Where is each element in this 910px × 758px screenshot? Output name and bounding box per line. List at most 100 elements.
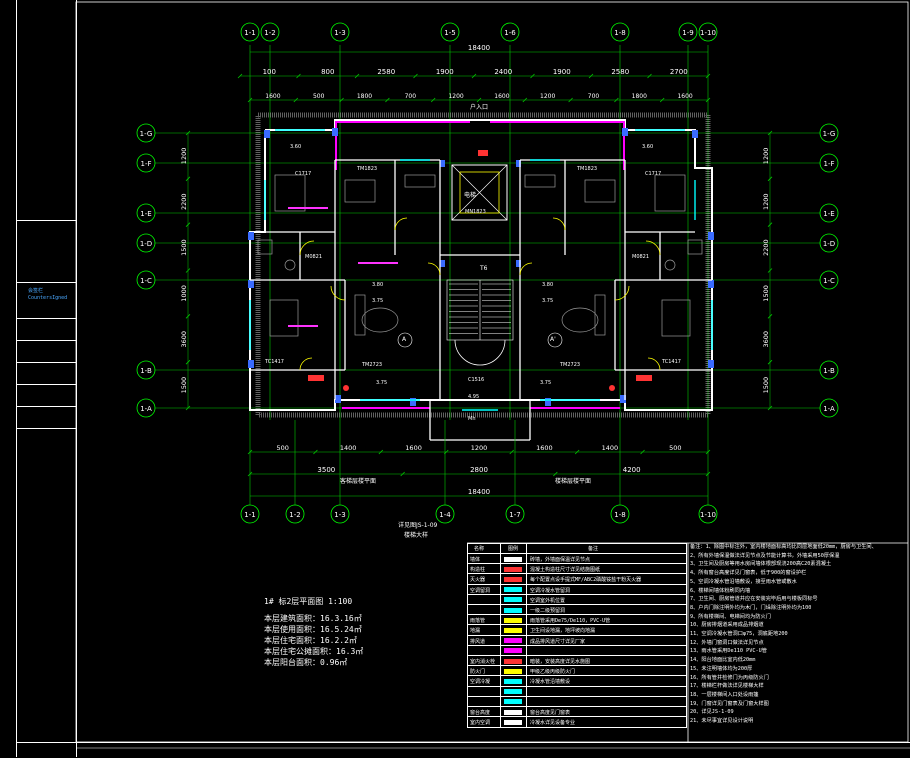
legend-symbol xyxy=(504,566,522,572)
legend-row xyxy=(468,685,686,697)
legend-description: 暗装，安装高度详见水施图 xyxy=(530,659,591,665)
note-line: 16、所有管井检修门为丙级防火门 xyxy=(690,674,769,681)
left-section-title: 客梯层楼平面 xyxy=(340,478,377,485)
axis-bubble-bottom: 1-4 xyxy=(435,420,455,524)
axis-bubble-left: 1-F xyxy=(136,153,156,173)
legend-name: 排风道 xyxy=(470,638,486,645)
unit-a-prime-label: A' xyxy=(550,336,556,343)
legend-symbol xyxy=(504,678,522,684)
note-line: 10、厨房排烟道采用成品排烟道 xyxy=(690,622,764,629)
sidebar-row xyxy=(16,220,76,221)
axis-bubble-right: 1-E xyxy=(819,203,839,223)
legend-name: 空调冷凝 xyxy=(470,679,491,686)
bottom-title-strip xyxy=(16,742,910,758)
axis-bubble-left: 1-E xyxy=(136,203,156,223)
axis-bubble-right: 1-G xyxy=(819,123,839,143)
legend-name: 雨落管 xyxy=(470,618,486,625)
legend-row: 空调室外机位置 xyxy=(468,593,686,605)
sidebar-row xyxy=(16,384,76,385)
svg-text:C1516: C1516 xyxy=(468,377,484,383)
design-notes: 备注：1、除图中标注外，室内楼地面标高均比同层地面低20mm，厨房与卫生间、 2、… xyxy=(690,543,910,726)
dimension-text: 2200 xyxy=(180,193,188,210)
sidebar-row xyxy=(16,340,76,341)
sidebar-row xyxy=(16,362,76,363)
note-line: 21、未尽事宜详见设计说明 xyxy=(690,718,754,725)
axis-bubble-right: 1-A xyxy=(819,398,839,418)
total-width-bottom: 18400 xyxy=(468,488,490,496)
svg-text:C1717: C1717 xyxy=(295,171,311,177)
dimension-text: 1000 xyxy=(180,285,188,302)
axis-bubble-right: 1-D xyxy=(819,233,839,253)
axis-bubble-top: 1-6 xyxy=(500,22,520,42)
axis-label-top: 1-2 xyxy=(264,29,275,37)
note-line: 15、未注明墙体均为200厚 xyxy=(690,665,753,672)
legend-name: 空调留洞 xyxy=(470,587,491,594)
legend-row: 墙体砖墙，外墙面保温详见节点 xyxy=(468,553,686,564)
dimension-text: 500 xyxy=(313,93,325,100)
dimension-text: 1800 xyxy=(632,93,647,100)
axis-label-right: 1-G xyxy=(823,130,836,138)
note-line: 18、一层楼梯间入口处设雨篷 xyxy=(690,691,759,698)
legend-name: 室内空调 xyxy=(470,720,491,727)
axis-label-top: 1-5 xyxy=(444,29,455,37)
axis-label-bottom: 1-10 xyxy=(700,511,716,519)
axis-label-bottom: 1-4 xyxy=(439,511,451,519)
stair-detail-sub: 楼梯大样 xyxy=(404,532,429,539)
note-line: 19、门窗详见门窗表及门窗大样图 xyxy=(690,700,769,707)
total-width-top: 18400 xyxy=(468,44,490,52)
axis-label-right: 1-B xyxy=(823,367,835,375)
legend-symbol xyxy=(504,556,522,562)
dimension-text: 1800 xyxy=(357,93,372,100)
axis-label-left: 1-C xyxy=(140,277,152,285)
note-line: 备注：1、除图中标注外，室内楼地面标高均比同层地面低20mm，厨房与卫生间、 xyxy=(690,544,877,550)
legend-header-name: 名称 xyxy=(474,546,485,552)
legend-description: 冷凝水管沿墙敷设 xyxy=(530,679,571,686)
legend-name: 窗台高度 xyxy=(470,710,491,716)
legend-symbol xyxy=(504,587,522,593)
legend-row: 窗台高度窗台高度见门窗表 xyxy=(468,706,686,717)
axis-label-right: 1-A xyxy=(823,405,835,413)
axis-label-bottom: 1-8 xyxy=(614,511,625,519)
axis-bubble-top: 1-8 xyxy=(610,22,630,42)
axis-label-right: 1-E xyxy=(823,210,834,218)
note-line: 7、卫生间、厨房管道井应在安装完毕后用与楼板同标号 xyxy=(690,596,818,603)
right-section-title: 楼梯层楼平面 xyxy=(555,478,592,485)
axis-label-top: 1-1 xyxy=(244,29,255,37)
note-line: 3、卫生间及厨房等用水房间墙体根部现浇200高C20素混凝土 xyxy=(690,561,832,568)
legend-description: 卫生间设地漏，地坪坡向地漏 xyxy=(530,628,596,635)
svg-text:4.95: 4.95 xyxy=(468,394,479,400)
note-line: 17、楼梯栏杆做法详见楼梯大样 xyxy=(690,683,764,690)
svg-text:3.60: 3.60 xyxy=(642,144,653,150)
note-line: 2、所有外墙保温做法详见节点及节能计算书，外墙采用50厚保温 xyxy=(690,552,840,559)
dimension-text: 2200 xyxy=(762,239,770,256)
note-line: 12、外墙门窗洞口做法详见节点 xyxy=(690,639,764,646)
legend-description: 甲级乙级丙级防火门 xyxy=(530,669,576,676)
legend-symbol xyxy=(504,699,522,705)
dimension-text: 3600 xyxy=(180,331,188,348)
legend-symbol xyxy=(504,648,522,654)
dimension-text: 3500 xyxy=(317,466,335,474)
dimension-text: 3600 xyxy=(762,331,770,348)
dimension-text: 700 xyxy=(588,93,600,100)
legend-name: 灭火器 xyxy=(470,577,486,584)
axis-bubble-right: 1-F xyxy=(819,153,839,173)
dimension-text: 1400 xyxy=(602,444,619,452)
axis-label-right: 1-F xyxy=(823,160,834,168)
legend-row: 灭火器每个配置点设手提式MF/ABC2磷酸铵盐干粉灭火器 xyxy=(468,573,686,584)
dimension-text: 1200 xyxy=(762,148,770,165)
legend-header: 名称 图例 备注 xyxy=(468,544,686,553)
dimension-text: 1600 xyxy=(677,93,692,100)
legend-symbol xyxy=(504,576,522,582)
legend-row: 一级二级预留洞 xyxy=(468,604,686,615)
dimension-text: 1500 xyxy=(762,285,770,302)
legend-name: 防火门 xyxy=(470,669,486,676)
svg-text:M0821: M0821 xyxy=(305,254,322,260)
axis-bubble-right: 1-C xyxy=(819,270,839,290)
legend-symbol xyxy=(504,719,522,725)
axis-label-left: 1-F xyxy=(140,160,151,168)
legend-row: 空调留洞空调冷凝水管留洞 xyxy=(468,583,686,595)
axis-bubble-left: 1-C xyxy=(136,270,156,290)
dimension-text: 700 xyxy=(405,93,417,100)
